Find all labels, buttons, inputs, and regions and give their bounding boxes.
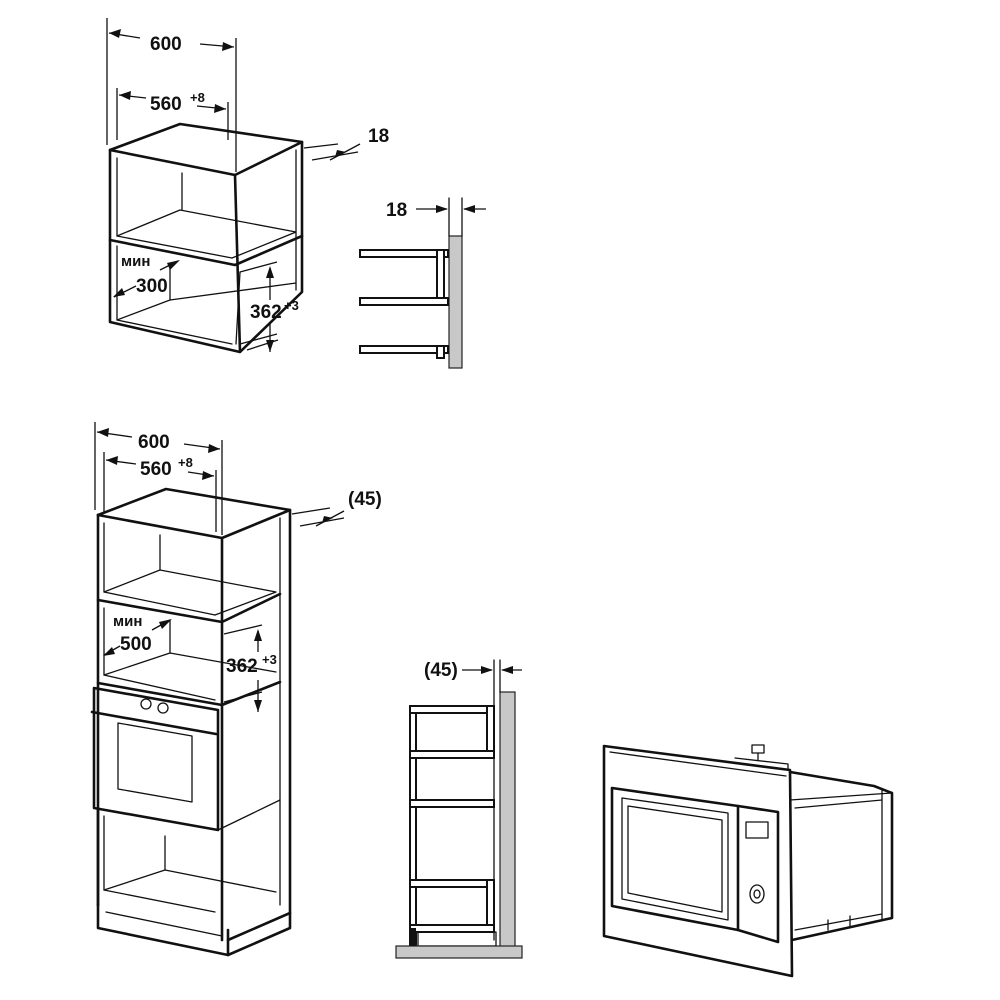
top-cabinet-drawing — [108, 122, 304, 354]
tall-niche-width-tolerance: +8 — [178, 455, 193, 470]
tall-min-depth-label: 500 — [120, 634, 152, 655]
tall-side-view — [395, 659, 523, 959]
top-niche-width-dimension: 560 +8 — [116, 88, 229, 140]
top-side-offset-dimension: 18 — [386, 200, 486, 221]
tall-cabinet-drawing — [90, 487, 292, 957]
tall-min-depth-dimension: мин 500 — [103, 613, 172, 656]
top-niche-width-tolerance: +8 — [190, 90, 205, 105]
top-niche-height-tolerance: +3 — [284, 298, 299, 313]
top-panel-thickness-label: 18 — [368, 126, 389, 147]
microwave-drawing — [602, 744, 894, 978]
top-niche-width-label: 560 — [150, 94, 182, 115]
tall-depth-offset-dimension: (45) — [291, 489, 382, 527]
top-panel-thickness-dimension: 18 — [303, 126, 389, 161]
tall-width-label: 600 — [138, 432, 170, 453]
top-min-depth-label: 300 — [136, 276, 168, 297]
tall-niche-height-label: 362 — [226, 656, 258, 677]
tall-side-offset-dimension: (45) — [424, 660, 522, 681]
top-side-view — [359, 197, 463, 369]
tall-niche-width-dimension: 560 +8 — [103, 452, 217, 532]
top-side-offset-label: 18 — [386, 200, 407, 221]
top-min-depth-dimension: мин 300 — [113, 253, 180, 298]
tall-depth-offset-label: (45) — [348, 489, 382, 510]
top-min-label: мин — [121, 253, 150, 270]
top-niche-height-dimension: 362 +3 — [239, 261, 299, 352]
top-width-dimension: 600 — [106, 18, 237, 172]
tall-width-dimension: 600 — [94, 422, 223, 535]
top-niche-height-label: 362 — [250, 302, 282, 323]
tall-side-offset-label: (45) — [424, 660, 458, 681]
tall-min-label: мин — [113, 613, 142, 630]
top-width-label: 600 — [150, 34, 182, 55]
tall-niche-width-label: 560 — [140, 459, 172, 480]
tall-niche-height-tolerance: +3 — [262, 652, 277, 667]
tall-niche-height-dimension: 362 +3 — [223, 624, 277, 712]
